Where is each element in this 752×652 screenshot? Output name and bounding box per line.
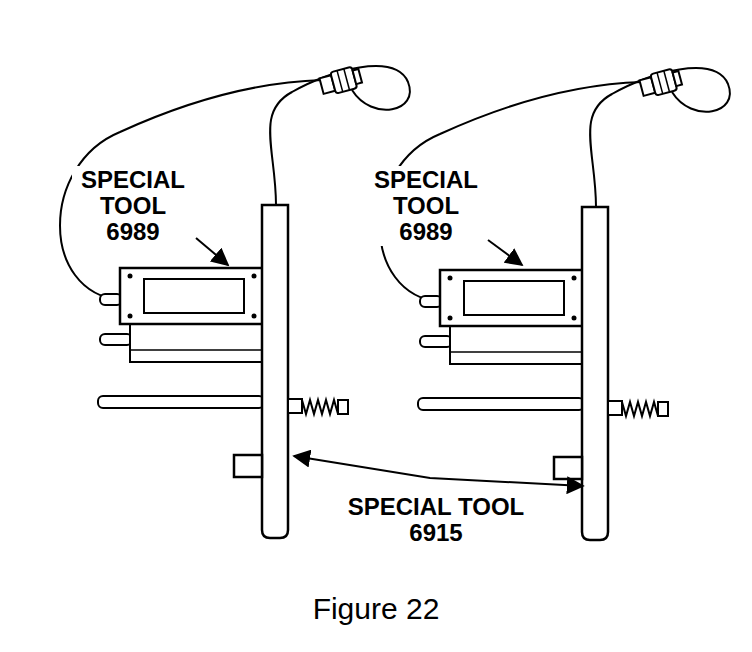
leader-arrow [196,238,228,265]
leader-arrow [294,456,583,486]
tool-assembly [380,67,730,540]
part-label: SPECIAL TOOL 6989 [72,166,194,246]
figure-caption: Figure 22 [226,592,526,626]
part-label: SPECIAL TOOL 6989 [365,166,487,246]
leader-arrow [488,240,522,265]
part-label: SPECIAL TOOL 6915 [325,493,547,547]
